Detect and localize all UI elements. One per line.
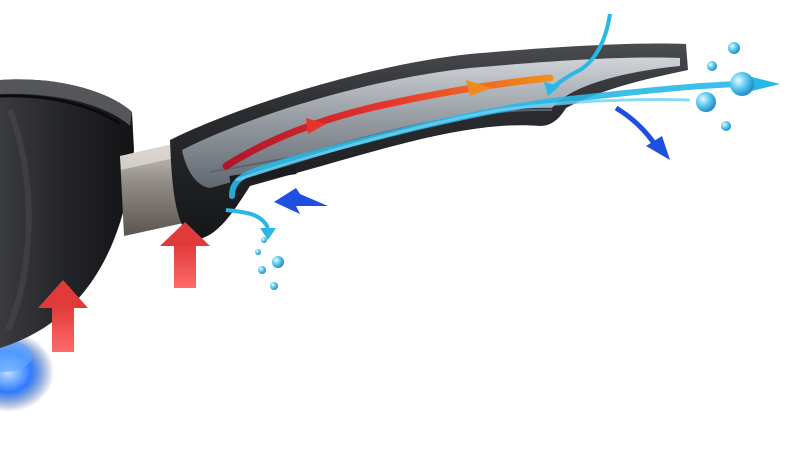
heat-arrow-icon	[306, 118, 326, 134]
air-inflow-arrow-icon	[274, 188, 328, 214]
water-drop-icon	[255, 237, 284, 290]
heat-arrow-icon	[466, 80, 492, 96]
heat-arrow-icon	[160, 222, 210, 288]
heat-arrow-icon	[38, 280, 88, 352]
flame-icon	[0, 332, 54, 412]
air-outflow-arrow-icon	[614, 105, 670, 160]
ferrule	[120, 142, 188, 236]
water-drop-icon	[696, 42, 754, 131]
pan-body	[0, 79, 134, 348]
air-flow-arrow-icon	[260, 228, 276, 240]
air-flow-arrow-icon	[544, 82, 560, 96]
handle-body	[170, 43, 688, 241]
heat-flow-channel	[222, 74, 554, 170]
